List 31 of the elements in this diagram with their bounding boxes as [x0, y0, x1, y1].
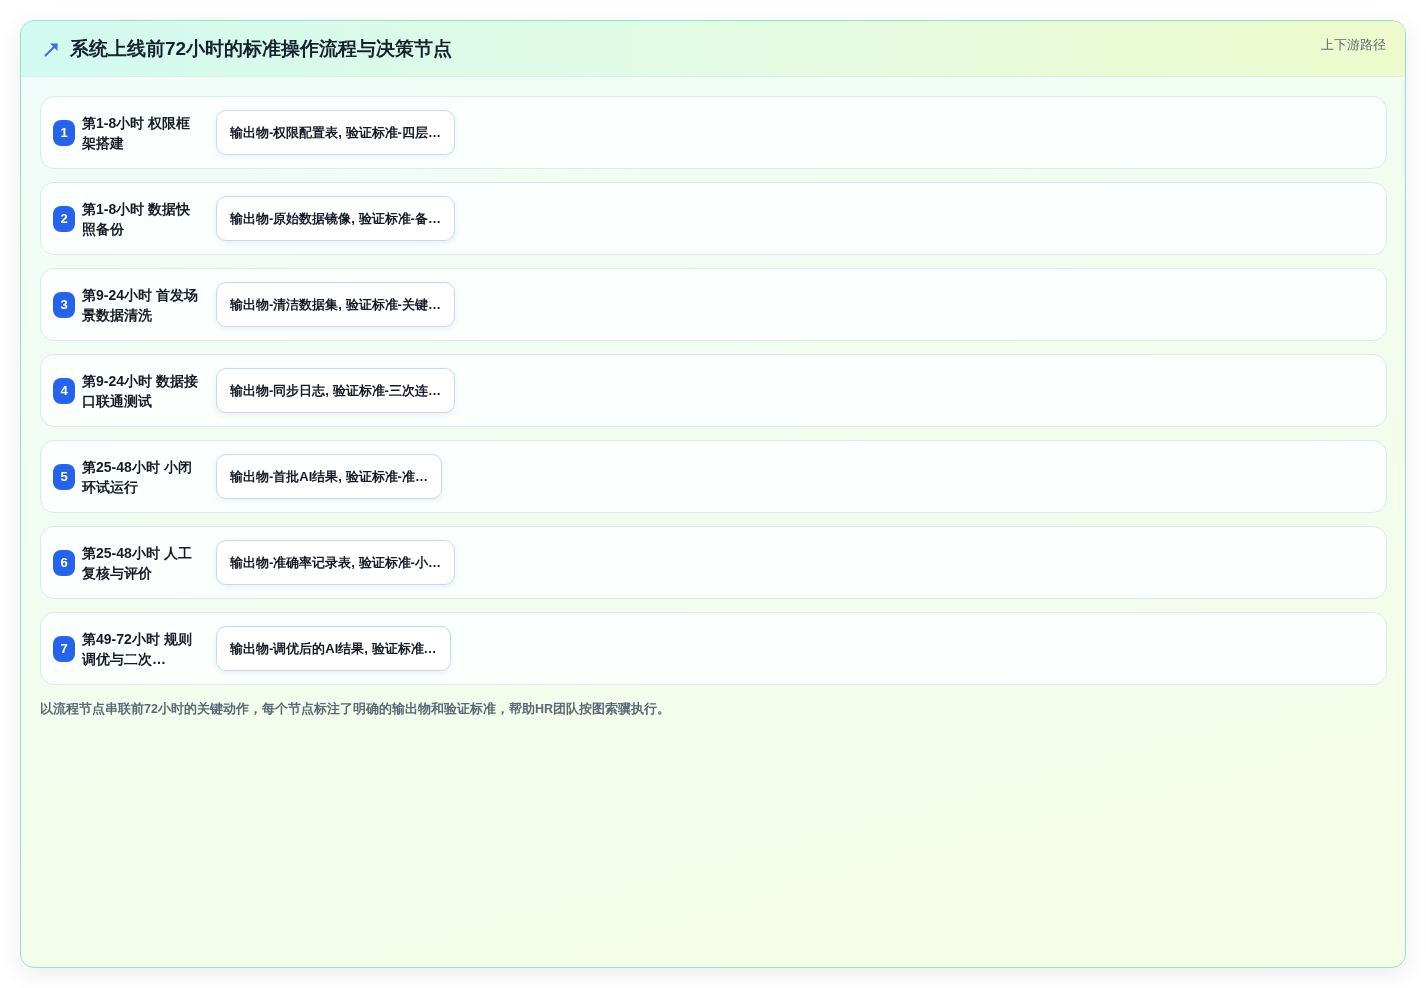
deliverable-tag: 输出物-首批AI结果, 验证标准-准… — [216, 454, 442, 499]
step-card — [40, 440, 1387, 513]
step-title: 第9-24小时 数据接口联通测试 — [82, 371, 199, 411]
step-title: 第49-72小时 规则调优与二次… — [82, 629, 193, 669]
step-card — [40, 354, 1387, 427]
deliverable-tag: 输出物-原始数据镜像, 验证标准-备… — [216, 196, 455, 241]
diagram-title: 系统上线前72小时的标准操作流程与决策节点 — [70, 37, 453, 61]
step-title: 第9-24小时 首发场景数据清洗 — [82, 285, 199, 325]
step-card — [40, 96, 1387, 169]
deliverable-tag: 输出物-调优后的AI结果, 验证标准… — [216, 626, 451, 671]
step-title: 第25-48小时 小闭环试运行 — [82, 457, 193, 497]
step-title: 第1-8小时 数据快照备份 — [82, 199, 192, 239]
deliverable-tag: 输出物-同步日志, 验证标准-三次连… — [216, 368, 455, 413]
step-title: 第1-8小时 权限框架搭建 — [82, 113, 192, 153]
step-number: 3 — [53, 291, 75, 318]
step-number: 5 — [53, 463, 75, 490]
step-card — [40, 268, 1387, 341]
step-number: 4 — [53, 377, 75, 404]
deliverable-tag: 输出物-权限配置表, 验证标准-四层… — [216, 110, 455, 155]
step-number: 6 — [53, 549, 75, 576]
step-number: 7 — [53, 635, 75, 662]
caption: 以流程节点串联前72小时的关键动作，每个节点标注了明确的输出物和验证标准，帮助HR团队按图索骥执行。 — [40, 701, 670, 718]
step-card — [40, 526, 1387, 599]
step-number: 2 — [53, 205, 75, 232]
step-number: 1 — [53, 119, 75, 146]
deliverable-tag: 输出物-准确率记录表, 验证标准-小… — [216, 540, 455, 585]
step-title: 第25-48小时 人工复核与评价 — [82, 543, 193, 583]
step-card — [40, 612, 1387, 685]
deliverable-tag: 输出物-清洁数据集, 验证标准-关键… — [216, 282, 455, 327]
path-label: 上下游路径 — [1321, 36, 1386, 54]
step-card — [40, 182, 1387, 255]
